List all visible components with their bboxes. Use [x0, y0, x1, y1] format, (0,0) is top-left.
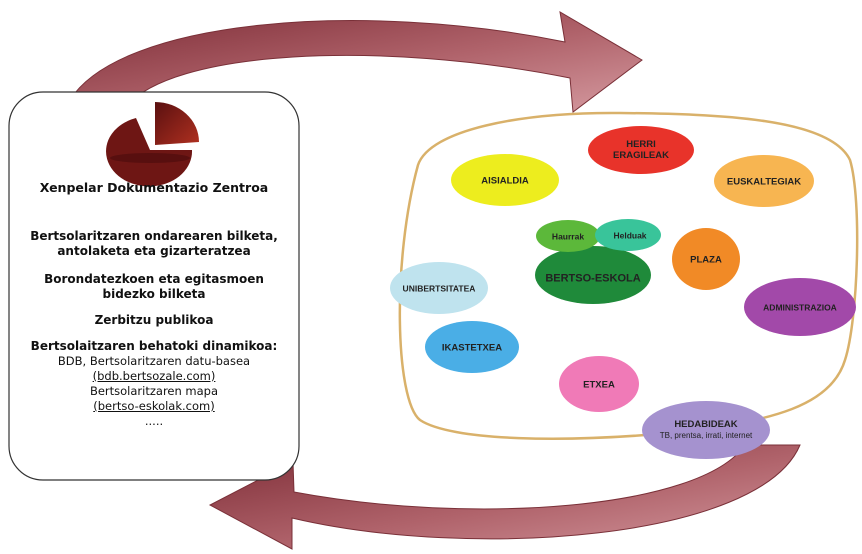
- top-cycle-arrow: [69, 11, 643, 113]
- label-aisialdia: AISIALDIA: [481, 175, 529, 187]
- label-eragileak: ERAGILEAK: [613, 150, 669, 161]
- oval-haurrak: [536, 220, 600, 252]
- label-haurrak: Haurrak: [551, 231, 585, 242]
- label-unibertsitatea: UNIBERTSITATEA: [402, 283, 476, 294]
- label-bertso-eskola: BERTSO-ESKOLA: [545, 272, 641, 285]
- oval-herri-eragileak: [588, 126, 694, 174]
- bottom-cycle-arrow: [208, 444, 801, 550]
- oval-bertso-eskola: [535, 246, 651, 304]
- context-container-outline: [398, 111, 859, 440]
- pie-chart-logo: [106, 102, 199, 187]
- item-voluntary-collection: Borondatezkoen eta egitasmoen bidezko bi…: [44, 272, 264, 301]
- oval-helduak: [595, 219, 661, 251]
- label-helduak: Helduak: [613, 230, 647, 241]
- oval-ikastetxea: [425, 321, 519, 373]
- oval-unibertsitatea: [390, 262, 488, 314]
- item-observatory: Bertsolaitzaren behatoki dinamikoa: BDB,…: [20, 339, 288, 429]
- observatory-bdb-line: BDB, Bertsolaritzaren datu-basea: [57, 354, 251, 368]
- observatory-more: .....: [144, 414, 164, 428]
- oval-administrazioa: [744, 278, 856, 336]
- label-ikastetxea: IKASTETXEA: [441, 342, 503, 354]
- oval-plaza: [672, 228, 740, 290]
- observatory-heading: Bertsolaitzaren behatoki dinamikoa:: [30, 339, 278, 353]
- label-plaza: PLAZA: [690, 254, 722, 266]
- label-herri: HERRI: [626, 139, 656, 150]
- label-etxea: ETXEA: [583, 379, 615, 391]
- left-info-panel: [8, 91, 300, 481]
- item-public-service: Zerbitzu publikoa: [94, 313, 214, 327]
- center-title: Xenpelar Dokumentazio Zentroa: [39, 180, 269, 195]
- oval-aisialdia: [451, 154, 559, 206]
- label-hedabideak: HEDABIDEAK TB, prentsa, irrati, internet: [660, 419, 752, 441]
- item-collection: Bertsolaritzaren ondarearen bilketa, ant…: [30, 229, 278, 258]
- oval-etxea: [559, 356, 639, 412]
- bdb-link[interactable]: (bdb.bertsozale.com): [92, 369, 216, 383]
- label-herri-eragileak: HERRI ERAGILEAK: [613, 139, 669, 161]
- label-euskaltegiak: EUSKALTEGIAK: [726, 176, 802, 188]
- label-hedabideak-title: HEDABIDEAK: [674, 419, 738, 430]
- observatory-map-line: Bertsolaritzaren mapa: [89, 384, 219, 398]
- oval-hedabideak: [642, 401, 770, 459]
- label-administrazioa: ADMINISTRAZIOA: [763, 302, 837, 313]
- label-hedabideak-sub: TB, prentsa, irrati, internet: [659, 431, 753, 440]
- bertso-eskolak-link[interactable]: (bertso-eskolak.com): [93, 399, 215, 413]
- oval-euskaltegiak: [714, 155, 814, 207]
